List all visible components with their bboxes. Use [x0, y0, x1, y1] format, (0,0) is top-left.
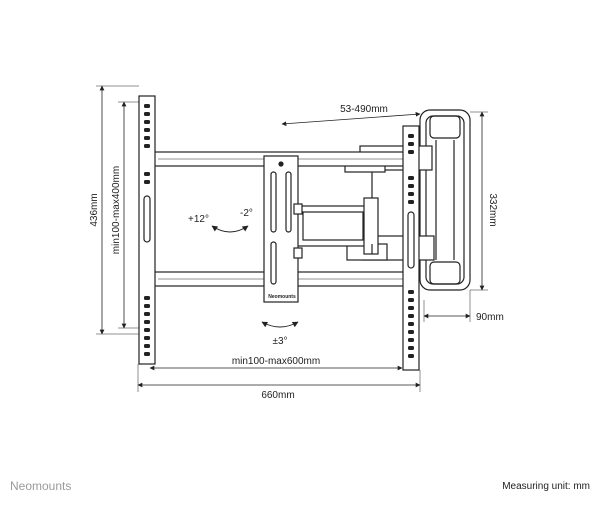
right-bracket-holes: [408, 134, 414, 358]
tilt-up-label: +12°: [188, 214, 209, 225]
height-pattern-label: min100-max400mm: [111, 166, 122, 254]
rotate-label: ±3°: [272, 336, 287, 347]
measuring-unit-note: Measuring unit: mm: [502, 481, 590, 492]
depth-min-label: 90mm: [476, 312, 504, 323]
plate-brand-label: Neomounts: [268, 294, 296, 300]
width-total-label: 660mm: [261, 390, 294, 401]
center-plate: [263, 155, 303, 303]
footer-brand: Neomounts: [10, 479, 72, 493]
left-bracket-holes: [144, 104, 150, 356]
rotate-arrow: [261, 321, 299, 328]
left-vertical-bracket: [138, 95, 156, 365]
width-pattern-label: min100-max600mm: [232, 356, 320, 367]
arm-height-label: 332mm: [487, 193, 498, 226]
height-total-label: 436mm: [89, 193, 100, 226]
right-vertical-bracket: [402, 125, 420, 371]
tilt-arrow: [211, 225, 249, 233]
tilt-down-label: -2°: [240, 208, 253, 219]
depth-range-label: 53-490mm: [340, 104, 388, 115]
wall-plate: [419, 109, 471, 291]
